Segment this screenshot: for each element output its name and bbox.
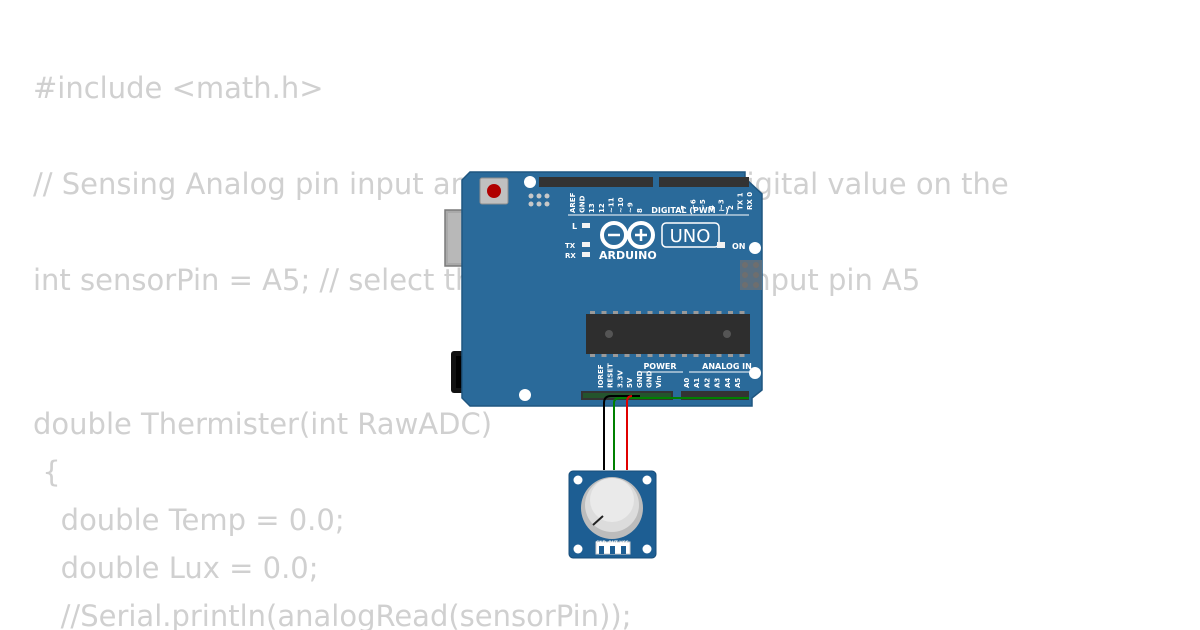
- mounting-hole: [519, 389, 531, 401]
- pin-label: A4: [724, 378, 732, 388]
- pin-label: A2: [703, 378, 711, 388]
- pin-label: A5: [734, 378, 742, 388]
- pin-label: 3.3V: [616, 370, 624, 388]
- mounting-hole: [749, 367, 761, 379]
- pin-label: ~9: [627, 202, 635, 213]
- wire-power: [626, 395, 633, 470]
- pin-label: GND: [579, 195, 587, 213]
- digital-header-label: DIGITAL (PWM ~): [651, 206, 729, 215]
- pin-label: 8: [636, 208, 644, 213]
- l-led-label: L: [572, 222, 577, 231]
- pin-label: RESET: [607, 363, 615, 388]
- pin-label: ~10: [617, 197, 625, 213]
- digital-header: [539, 177, 749, 187]
- pin-label: A3: [714, 378, 722, 388]
- rx-led-label: RX: [565, 252, 576, 260]
- pin-label: ~5: [699, 199, 707, 210]
- brand-label: ARDUINO: [599, 249, 657, 262]
- code-line: #include <math.h>: [33, 71, 324, 105]
- sensor-pin-out: OUT: [608, 540, 618, 545]
- on-led: [717, 242, 725, 248]
- microcontroller-chip: [586, 311, 750, 357]
- reset-button[interactable]: [479, 177, 509, 205]
- potentiometer-module[interactable]: GND OUT VCC: [568, 470, 657, 559]
- sensor-pin-vcc: VCC: [620, 540, 629, 545]
- pin-label: AREF: [569, 192, 577, 213]
- wire-ground: [603, 395, 640, 470]
- model-badge: [661, 222, 720, 248]
- pin-label: 2: [727, 205, 735, 210]
- pin-label: 5V: [626, 377, 634, 388]
- pin-label: A1: [693, 378, 701, 388]
- on-led-label: ON: [732, 242, 746, 251]
- analog-header: [681, 391, 749, 400]
- pin-label: ~6: [689, 199, 697, 210]
- analog-label: ANALOG IN: [702, 362, 752, 371]
- model-label: UNO: [670, 226, 711, 247]
- arduino-logo: [600, 221, 655, 249]
- tx-led-label: TX: [565, 242, 576, 250]
- pin-label: RX 0: [746, 192, 754, 210]
- knob-pointer: [592, 515, 604, 526]
- pin-label: GND: [636, 370, 644, 388]
- code-line: {: [33, 455, 61, 489]
- code-line: //Serial.println(analogRead(sensorPin));: [33, 599, 632, 630]
- power-label: POWER: [643, 362, 676, 371]
- mounting-hole: [749, 242, 761, 254]
- code-line: double Lux = 0.0;: [33, 551, 319, 585]
- sensor-pin-gnd: GND: [596, 540, 607, 545]
- pin-label: ~3: [718, 199, 726, 210]
- pin-label: A0: [683, 378, 691, 388]
- pin-label: Vin: [655, 375, 663, 388]
- code-line: double Temp = 0.0;: [33, 503, 345, 537]
- mounting-hole: [524, 176, 536, 188]
- pin-label: 13: [588, 203, 596, 213]
- status-leds: L TX RX: [565, 222, 590, 260]
- code-line: double Thermister(int RawADC): [33, 407, 493, 441]
- pin-label: ~11: [607, 197, 615, 213]
- pin-label: 7: [680, 205, 688, 210]
- pin-label: 12: [598, 203, 606, 213]
- pin-label: TX 1: [736, 192, 744, 210]
- icsp-header: [528, 193, 550, 207]
- wire-signal: [613, 397, 749, 470]
- wires: [603, 395, 749, 470]
- pin-label: 4: [708, 205, 716, 210]
- icsp-header-right: [740, 260, 762, 290]
- pin-label: IOREF: [597, 364, 605, 388]
- pin-label: GND: [646, 370, 654, 388]
